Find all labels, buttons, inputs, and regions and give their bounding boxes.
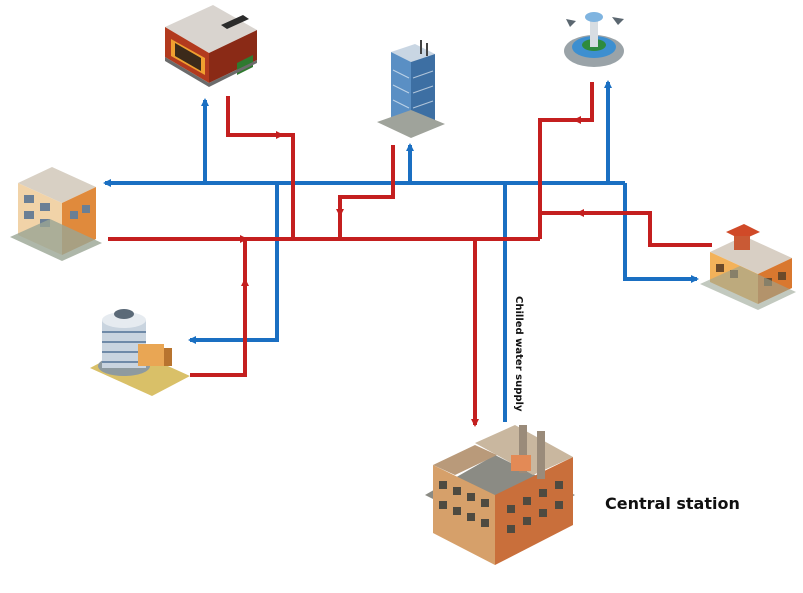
return-from-office-tower <box>338 145 395 239</box>
hospital-building-icon <box>700 224 796 310</box>
power-plant-icon <box>425 425 575 565</box>
return-from-retail <box>226 96 295 239</box>
supply-to-round-tower <box>188 183 279 344</box>
office-tower-icon <box>377 40 445 138</box>
supply-to-hospital <box>623 183 699 283</box>
return-from-round-tower <box>190 239 247 377</box>
airport-icon <box>564 12 624 67</box>
return-from-airport <box>538 82 594 239</box>
supply-line-label: Chilled water supply <box>513 296 524 412</box>
apartment-building-icon <box>10 167 102 261</box>
central-station-label: Central station <box>605 494 740 513</box>
round-office-tower-icon <box>90 309 190 396</box>
retail-store-icon <box>165 5 257 87</box>
return-pipes <box>108 82 712 427</box>
